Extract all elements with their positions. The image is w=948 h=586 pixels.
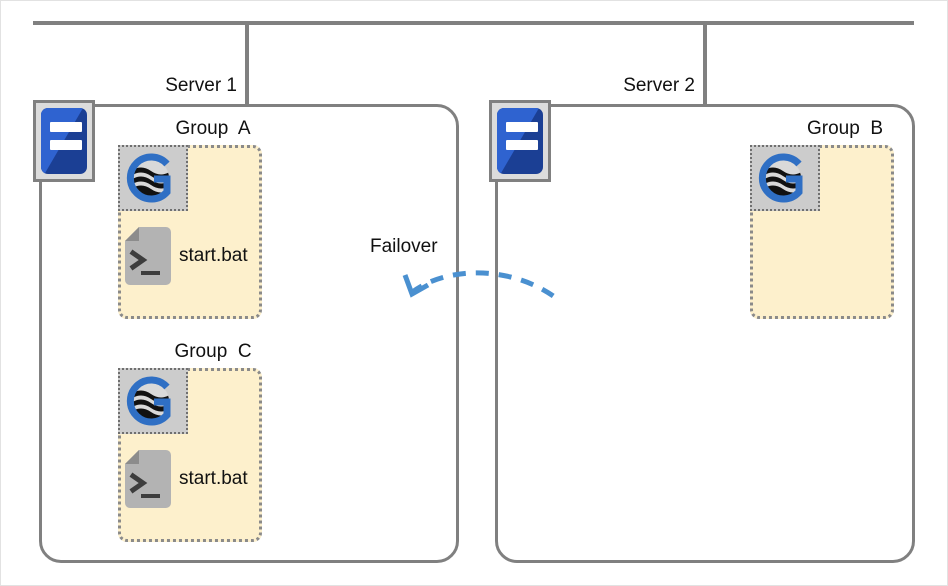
group-a-label: Group A: [175, 118, 251, 139]
group-c-box: [118, 368, 262, 542]
server-bay-bar-1: [50, 122, 82, 132]
group-c-resource-label: start.bat: [179, 468, 248, 489]
group-a-resource-row: start.bat: [125, 227, 255, 287]
group-c-bat-file-icon: [125, 450, 171, 508]
server-1-label: Server 1: [165, 75, 237, 96]
group-b-cluster-globe-icon: [750, 145, 820, 211]
group-c-label: Group C: [174, 341, 252, 362]
group-c-cluster-globe-icon: [118, 368, 188, 434]
server-2-label: Server 2: [623, 75, 695, 96]
group-a-cluster-globe-icon: [118, 145, 188, 211]
server-chassis: [497, 108, 543, 174]
top-rail-line: [33, 21, 914, 25]
server-1-machine-icon: [33, 100, 95, 182]
group-b-label: Group B: [806, 118, 884, 139]
server-bay-bar-2: [506, 140, 538, 150]
failover-dashed-curved-arrow-left-icon: [402, 270, 562, 303]
group-c-resource-row: start.bat: [125, 450, 255, 510]
server-1-rail-tick: [245, 21, 249, 105]
server-2-machine-icon: [489, 100, 551, 182]
server-bay-bar-1: [506, 122, 538, 132]
group-a-resource-label: start.bat: [179, 245, 248, 266]
failover-label: Failover: [370, 236, 438, 257]
server-bay-bar-2: [50, 140, 82, 150]
server-chassis: [41, 108, 87, 174]
group-a-bat-file-icon: [125, 227, 171, 285]
server-2-rail-tick: [703, 21, 707, 105]
